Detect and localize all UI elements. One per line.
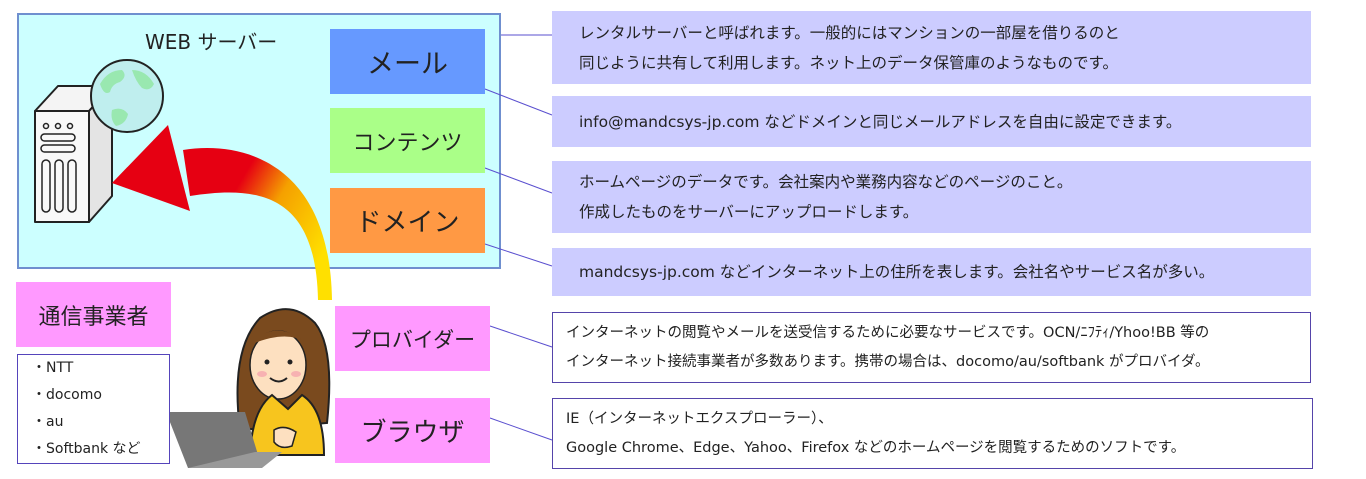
list-item: ・Softbank など [32, 441, 141, 457]
user-with-laptop-icon [166, 308, 331, 468]
desc-line: ホームページのデータです。会社案内や業務内容などのページのこと。 [579, 173, 1073, 191]
desc-line: インターネットの閲覧やメールを送受信するために必要なサービスです。OCN/ﾆﾌﾃ… [566, 324, 1210, 341]
desc-domain: mandcsys-jp.com などインターネット上の住所を表します。会社名やサ… [552, 248, 1311, 296]
desc-provider: インターネットの閲覧やメールを送受信するために必要なサービスです。OCN/ﾆﾌﾃ… [552, 312, 1311, 383]
connector-lines [484, 34, 553, 441]
tag-carrier: 通信事業者 [16, 282, 171, 347]
desc-line: インターネット接続事業者が多数あります。携帯の場合は、docomo/au/sof… [566, 353, 1210, 370]
tag-browser: ブラウザ [335, 398, 490, 463]
tag-mail: メール [330, 29, 485, 94]
list-item: ・NTT [32, 360, 74, 376]
server-icon [34, 85, 113, 223]
desc-line: 作成したものをサーバーにアップロードします。 [579, 203, 919, 221]
desc-mail: info@mandcsys-jp.com などドメインと同じメールアドレスを自由… [552, 96, 1311, 147]
arrow-icon [112, 125, 332, 300]
tag-provider: プロバイダー [335, 306, 490, 371]
desc-line: Google Chrome、Edge、Yahoo、Firefox などのホームペ… [566, 439, 1186, 456]
desc-line: info@mandcsys-jp.com などドメインと同じメールアドレスを自由… [579, 112, 1182, 131]
tag-contents: コンテンツ [330, 108, 485, 173]
desc-line: IE（インターネットエクスプローラー）、 [566, 410, 833, 427]
desc-browser: IE（インターネットエクスプローラー）、 Google Chrome、Edge、… [552, 398, 1313, 469]
desc-line: レンタルサーバーと呼ばれます。一般的にはマンションの一部屋を借りるのと [579, 23, 1120, 42]
desc-contents: ホームページのデータです。会社案内や業務内容などのページのこと。 作成したものを… [552, 161, 1311, 233]
list-item: ・docomo [32, 387, 102, 403]
tag-domain: ドメイン [330, 188, 485, 253]
desc-server: レンタルサーバーと呼ばれます。一般的にはマンションの一部屋を借りるのと 同じよう… [552, 11, 1311, 84]
desc-line: 同じように共有して利用します。ネット上のデータ保管庫のようなものです。 [579, 53, 1118, 72]
carrier-list: ・NTT ・docomo ・au ・Softbank など [17, 354, 170, 464]
globe-icon [90, 59, 164, 133]
desc-line: mandcsys-jp.com などインターネット上の住所を表します。会社名やサ… [579, 263, 1215, 281]
list-item: ・au [32, 414, 64, 430]
server-title: WEB サーバー [145, 30, 278, 54]
